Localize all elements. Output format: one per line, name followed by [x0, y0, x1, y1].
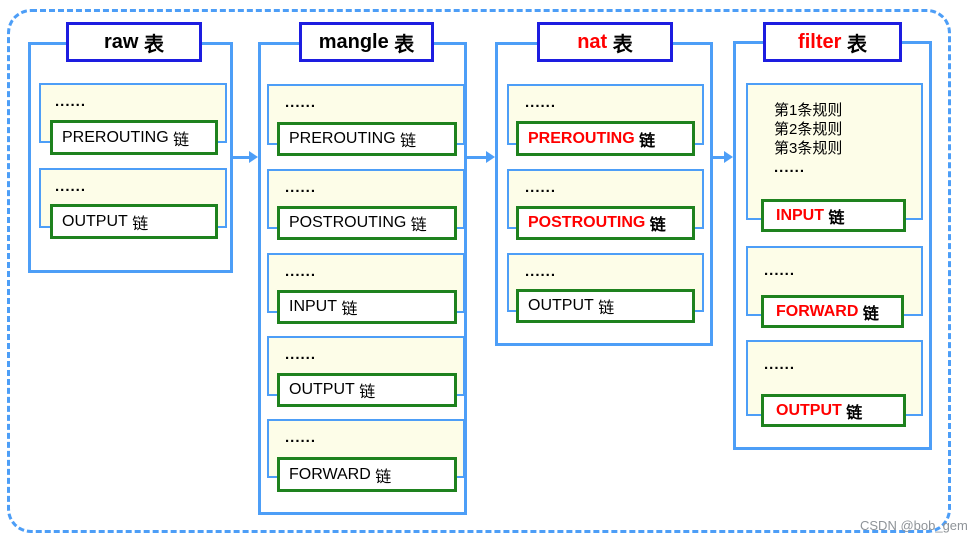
chain-name: OUTPUT: [289, 381, 355, 398]
ellipsis-text: ......: [525, 179, 557, 196]
ellipsis-text: ......: [55, 93, 87, 110]
chain-suffix: 链: [593, 300, 615, 317]
ellipsis-text: ......: [285, 429, 317, 446]
flow-arrow-nat-to-filter: [713, 151, 733, 163]
nat-output-chain-box: OUTPUT 链: [516, 289, 695, 323]
chain-name: POSTROUTING: [289, 214, 407, 231]
ellipsis-text: ......: [285, 94, 317, 111]
mangle-forward-chain-box: FORWARD 链: [277, 457, 457, 492]
mangle-postrouting-chain-box: POSTROUTING 链: [277, 206, 457, 240]
ellipsis-text: ......: [764, 356, 796, 373]
ellipsis-text: ......: [285, 179, 317, 196]
chain-suffix: 链: [824, 209, 845, 227]
chain-name: OUTPUT: [528, 297, 594, 314]
mangle-prerouting-chain-box: PREROUTING 链: [277, 122, 457, 156]
chain-name: FORWARD: [776, 302, 859, 320]
rule-line: 第2条规则: [774, 121, 843, 138]
table-title-suffix: 表: [841, 33, 867, 56]
table-title-suffix: 表: [607, 33, 633, 56]
table-mangle-title: mangle 表: [299, 22, 434, 62]
filter-forward-chain-box: FORWARD 链: [761, 295, 904, 328]
chain-name: FORWARD: [289, 465, 371, 483]
table-filter-title: filter 表: [763, 22, 902, 62]
outer-dashed-border: [7, 9, 951, 533]
chain-name: PREROUTING: [528, 129, 635, 147]
chain-name: POSTROUTING: [528, 214, 646, 231]
table-title-suffix: 表: [138, 33, 165, 56]
chain-name: INPUT: [776, 206, 824, 224]
raw-output-chain-box: OUTPUT 链: [50, 204, 218, 239]
chain-suffix: 链: [395, 133, 417, 150]
chain-suffix: 链: [858, 305, 879, 323]
ellipsis-text: ......: [55, 178, 87, 195]
ellipsis-text: ......: [285, 346, 317, 363]
flow-arrow-mangle-to-nat: [467, 151, 495, 163]
table-title-name: mangle: [318, 30, 389, 53]
chain-suffix: 链: [406, 217, 427, 234]
chain-suffix: 链: [841, 404, 863, 422]
table-nat-title: nat 表: [537, 22, 673, 62]
chain-name: OUTPUT: [62, 212, 128, 230]
chain-suffix: 链: [337, 301, 358, 318]
rules-list: 第1条规则 第2条规则 第3条规则 ......: [748, 85, 921, 177]
ellipsis-text: ......: [774, 159, 806, 176]
table-title-name: raw: [103, 30, 139, 53]
flow-arrow-raw-to-mangle: [233, 151, 258, 163]
chain-suffix: 链: [634, 132, 656, 150]
chain-suffix: 链: [645, 217, 666, 234]
filter-rules-panel: 第1条规则 第2条规则 第3条规则 ......: [746, 83, 923, 220]
table-title-name: filter: [798, 30, 842, 53]
watermark: CSDN @bob_gem: [860, 518, 968, 533]
ellipsis-text: ......: [525, 263, 557, 280]
chain-suffix: 链: [168, 131, 190, 149]
rule-line: 第1条规则: [774, 102, 843, 119]
table-title-name: nat: [577, 30, 608, 53]
table-raw-title: raw 表: [66, 22, 202, 62]
chain-suffix: 链: [370, 468, 392, 486]
filter-input-chain-box: INPUT 链: [761, 199, 906, 232]
mangle-output-chain-box: OUTPUT 链: [277, 373, 457, 407]
mangle-input-chain-box: INPUT 链: [277, 290, 457, 324]
chain-name: INPUT: [289, 298, 337, 315]
ellipsis-text: ......: [764, 262, 796, 279]
nat-postrouting-chain-box: POSTROUTING 链: [516, 206, 695, 240]
chain-suffix: 链: [127, 215, 149, 233]
chain-name: PREROUTING: [289, 130, 396, 147]
ellipsis-text: ......: [525, 94, 557, 111]
filter-output-chain-box: OUTPUT 链: [761, 394, 906, 427]
ellipsis-text: ......: [285, 263, 317, 280]
nat-prerouting-chain-box: PREROUTING 链: [516, 121, 695, 156]
table-title-suffix: 表: [388, 33, 415, 56]
chain-name: OUTPUT: [776, 401, 842, 419]
chain-name: PREROUTING: [62, 128, 169, 146]
chain-suffix: 链: [354, 384, 376, 401]
rule-line: 第3条规则: [774, 140, 843, 157]
raw-prerouting-chain-box: PREROUTING 链: [50, 120, 218, 155]
